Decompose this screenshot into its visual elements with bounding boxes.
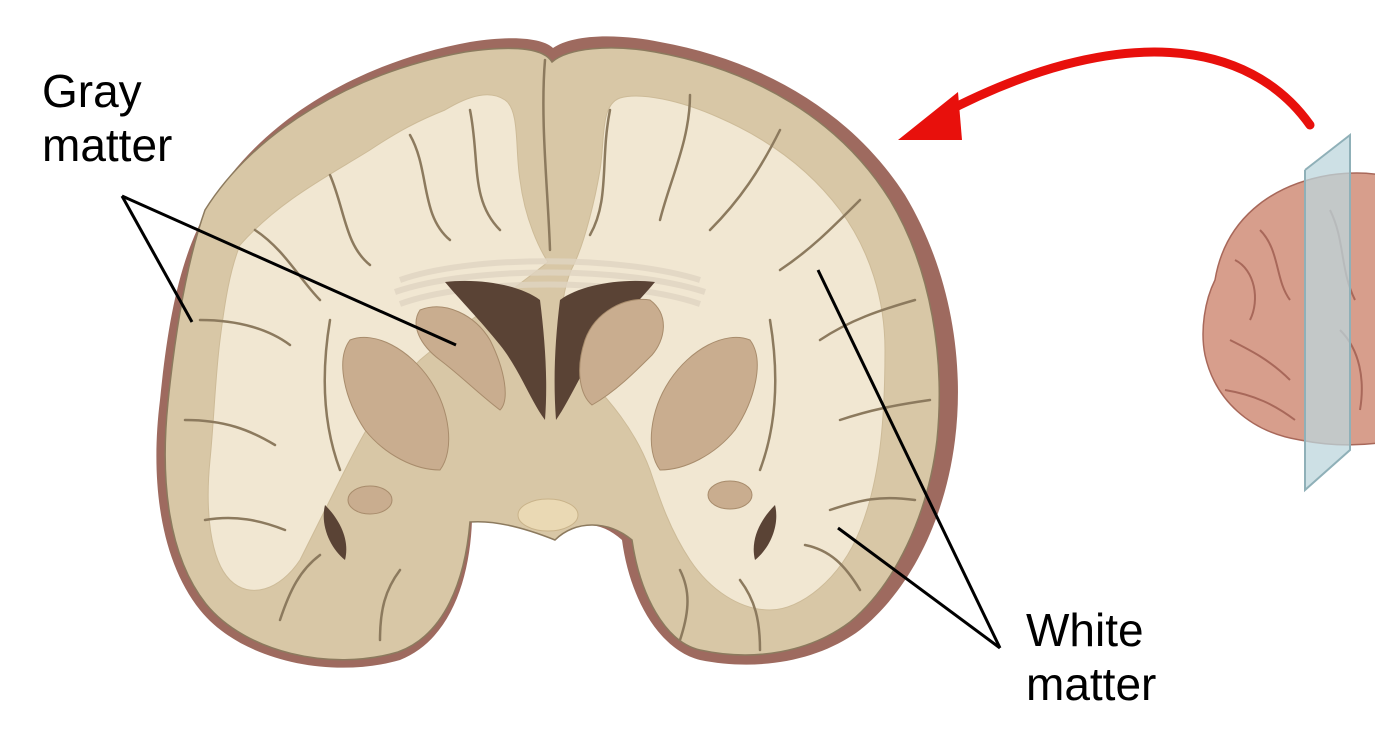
corpus-callosum <box>394 258 706 307</box>
ventricle-right <box>554 280 655 420</box>
basal-ganglia-left <box>415 306 506 411</box>
basal-ganglia-right <box>579 298 664 406</box>
hippocampus-right <box>707 480 753 510</box>
temporal-horn-left <box>323 505 347 560</box>
lateral-sulcus-right <box>758 318 777 472</box>
orientation-arrow <box>898 47 1315 140</box>
gray-matter-label-line2: matter <box>42 119 173 171</box>
white-matter-label-line2: matter <box>1026 658 1157 710</box>
hippocampus-left <box>347 485 393 515</box>
putamen-left <box>342 336 450 471</box>
temporal-horn-right <box>753 505 777 560</box>
lateral-brain-view <box>1202 132 1375 493</box>
leader-lines <box>120 194 1002 650</box>
white-matter-label: White matter <box>1026 603 1156 711</box>
white-matter-label-line1: White <box>1026 604 1144 656</box>
ventricle-left <box>445 280 547 420</box>
gray-matter-label: Gray matter <box>42 64 172 172</box>
gray-matter-label-line1: Gray <box>42 65 142 117</box>
optic-chiasm <box>517 498 579 532</box>
lateral-sulcus-left <box>323 318 342 472</box>
putamen-right <box>650 336 758 471</box>
